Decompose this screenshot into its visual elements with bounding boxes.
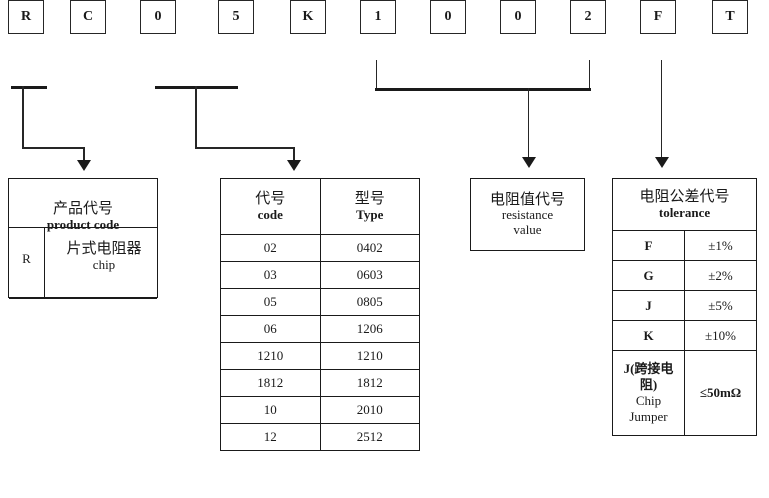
tolerance-jumper-line-1: J(跨接电 [623,360,674,376]
product-code-symbol: R [22,251,31,266]
table-row[interactable]: G ±2% [612,260,757,291]
part-code-box-0-b[interactable]: 0 [430,0,466,34]
connector-res-arrow [522,157,536,168]
connector-size-arrow [287,160,301,171]
tolerance-header-en: tolerance [658,204,711,220]
size-code-cell-code: 1210 [220,342,321,370]
size-code-cell-type: 0603 [319,261,420,289]
resistance-value-box[interactable]: 电阻值代号 resistance value [470,178,585,251]
product-code-table[interactable]: 产品代号 product code R 片式电阻器 chip [8,178,158,299]
part-code-box-f[interactable]: F [640,0,676,34]
size-code-cell-type: 2010 [319,396,420,424]
size-code-cell-code: 1812 [220,369,321,397]
part-code-box-t[interactable]: T [712,0,748,34]
product-code-header-en: product code [46,216,120,232]
product-code-divider-vertical [44,227,46,297]
connector-size-drop [293,147,296,163]
connector-product-arrow [77,160,91,171]
connector-res-bracket [375,88,591,91]
size-code-cell-code: 03 [220,261,321,289]
tolerance-cell-code: K [612,320,685,351]
table-row[interactable]: F ±1% [612,230,757,261]
size-code-header-type: 型号 Type [319,178,420,235]
tolerance-header-cell: 电阻公差代号 tolerance [612,178,757,231]
size-code-cell-type: 1206 [319,315,420,343]
table-row[interactable]: 10 2010 [220,396,420,424]
table-row[interactable]: 02 0402 [220,234,420,262]
size-code-cell-type: 1210 [319,342,420,370]
part-code-box-k[interactable]: K [290,0,326,34]
resistance-value-content: 电阻值代号 resistance value [471,179,584,250]
table-row[interactable]: 06 1206 [220,315,420,343]
connector-tolerance-arrow [655,157,669,168]
connector-size-vertical [195,86,198,148]
tolerance-jumper-line-4: Jumper [629,409,668,425]
size-code-header-row: 代号 code 型号 Type [220,178,420,235]
tolerance-cell-code: J [612,290,685,321]
size-code-header-code-cn: 代号 [255,190,286,207]
connector-res-right-stub [589,60,591,90]
tolerance-jumper-line-3: Chip [635,393,662,408]
size-code-cell-code: 10 [220,396,321,424]
size-code-cell-type: 1812 [319,369,420,397]
table-row[interactable]: K ±10% [612,320,757,351]
connector-tolerance-drop [661,60,663,160]
connector-product-horizontal [22,147,84,149]
product-code-header-cn: 产品代号 [52,201,113,217]
table-row[interactable]: 12 2512 [220,423,420,451]
part-code-box-0-a[interactable]: 0 [140,0,176,34]
tolerance-cell-value: ±5% [684,290,757,321]
table-row[interactable]: 05 0805 [220,288,420,316]
part-code-box-5[interactable]: 5 [218,0,254,34]
tolerance-cell-code-jumper: J(跨接电 阻) Chip Jumper [612,350,685,436]
size-code-header-type-en: Type [356,206,384,222]
size-code-header-code-en: code [257,206,283,222]
size-code-header-type-cn: 型号 [354,190,385,207]
tolerance-jumper-line-2: 阻) [639,376,658,392]
product-code-divider-horizontal [9,227,157,229]
size-code-cell-code: 02 [220,234,321,262]
table-row[interactable]: J(跨接电 阻) Chip Jumper ≤50mΩ [612,350,757,436]
tolerance-cell-code: G [612,260,685,291]
resistance-value-header-cn: 电阻值代号 [489,191,565,208]
tolerance-header-cn: 电阻公差代号 [639,188,730,205]
size-code-cell-type: 2512 [319,423,420,451]
tolerance-cell-value: ±2% [684,260,757,291]
tolerance-cell-value: ±10% [684,320,757,351]
tolerance-table[interactable]: 电阻公差代号 tolerance F ±1% G ±2% J ±5% K ±10… [612,178,757,436]
connector-product-drop [83,147,86,163]
part-code-box-r[interactable]: R [8,0,44,34]
connector-product-top-bar [11,86,47,89]
size-code-cell-code: 12 [220,423,321,451]
tolerance-cell-code: F [612,230,685,261]
size-code-cell-code: 06 [220,315,321,343]
table-row[interactable]: 03 0603 [220,261,420,289]
size-code-header-code: 代号 code [220,178,321,235]
table-row[interactable]: 1812 1812 [220,369,420,397]
size-code-cell-code: 05 [220,288,321,316]
size-code-table[interactable]: 代号 code 型号 Type 02 0402 03 0603 05 0805 … [220,178,420,451]
tolerance-cell-value-jumper: ≤50mΩ [684,350,757,436]
resistance-value-header-en-1: resistance [501,207,554,223]
size-code-cell-type: 0402 [319,234,420,262]
connector-res-drop [528,88,530,160]
part-code-box-2[interactable]: 2 [570,0,606,34]
connector-product-vertical [22,86,25,148]
resistance-value-header-en-2: value [513,221,542,237]
connector-size-horizontal [195,147,295,149]
product-code-desc-cn: 片式电阻器 [66,241,142,257]
size-code-cell-type: 0805 [319,288,420,316]
product-code-bottom-border [9,297,157,299]
table-row[interactable]: J ±5% [612,290,757,321]
connector-res-left-stub [376,60,378,90]
tolerance-header-row: 电阻公差代号 tolerance [612,178,757,231]
part-code-box-0-c[interactable]: 0 [500,0,536,34]
product-code-description: 片式电阻器 chip [44,241,164,272]
part-code-box-1[interactable]: 1 [360,0,396,34]
table-row[interactable]: 1210 1210 [220,342,420,370]
part-code-box-c[interactable]: C [70,0,106,34]
product-code-desc-en: chip [92,256,116,272]
tolerance-cell-value: ±1% [684,230,757,261]
